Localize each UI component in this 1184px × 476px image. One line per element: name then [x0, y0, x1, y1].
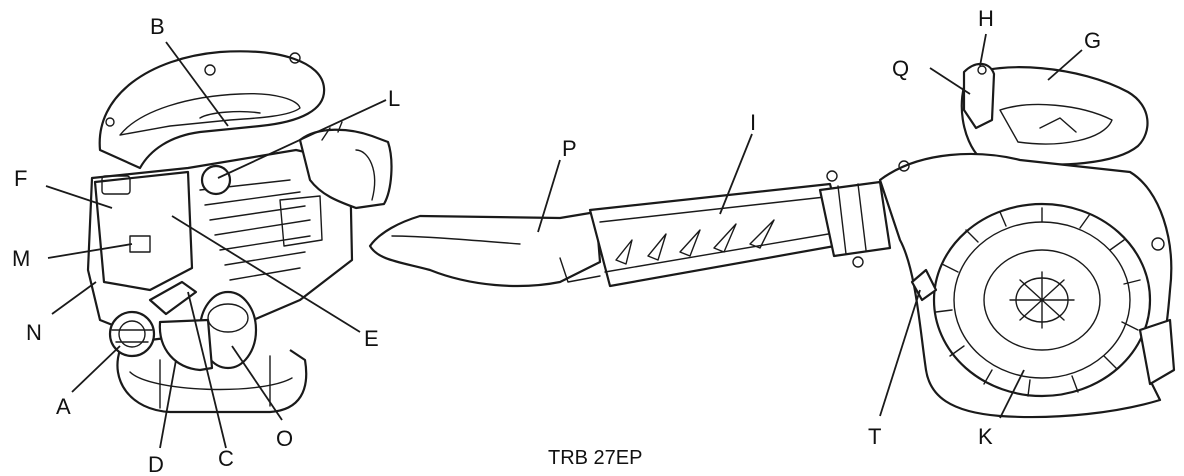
label-K: K	[978, 424, 993, 449]
leader-M	[47, 243, 133, 259]
leader-F	[45, 185, 113, 209]
model-caption: TRB 27EP	[548, 447, 642, 469]
leader-O	[231, 345, 283, 421]
leader-N	[51, 281, 97, 315]
leader-B	[165, 41, 229, 127]
blower-tube-drawing	[368, 170, 892, 288]
leader-K	[999, 369, 1025, 419]
leader-H	[979, 33, 987, 67]
label-H: H	[978, 6, 994, 31]
blower-housing-drawing	[878, 62, 1176, 419]
leader-T	[879, 289, 921, 417]
label-B: B	[150, 14, 165, 39]
leader-G	[1047, 49, 1083, 81]
part-labels: B L F M N E A D C O P I H G Q T K	[12, 6, 1101, 476]
label-A: A	[56, 394, 71, 419]
label-Q: Q	[892, 56, 909, 81]
leader-D	[159, 359, 177, 449]
label-G: G	[1084, 28, 1101, 53]
label-L: L	[388, 86, 400, 111]
leader-L	[217, 99, 387, 179]
label-T: T	[868, 424, 881, 449]
label-O: O	[276, 426, 293, 451]
leader-C	[187, 291, 227, 449]
label-P: P	[562, 136, 577, 161]
label-D: D	[148, 452, 164, 476]
leader-Q	[929, 67, 971, 95]
label-E: E	[364, 326, 379, 351]
label-F: F	[14, 166, 27, 191]
leader-E	[171, 215, 361, 333]
label-C: C	[218, 446, 234, 471]
leader-P	[537, 159, 561, 233]
leader-A	[71, 345, 121, 393]
leader-lines	[45, 33, 1083, 449]
label-I: I	[750, 110, 756, 135]
label-N: N	[26, 320, 42, 345]
label-M: M	[12, 246, 30, 271]
leader-I	[719, 133, 753, 215]
